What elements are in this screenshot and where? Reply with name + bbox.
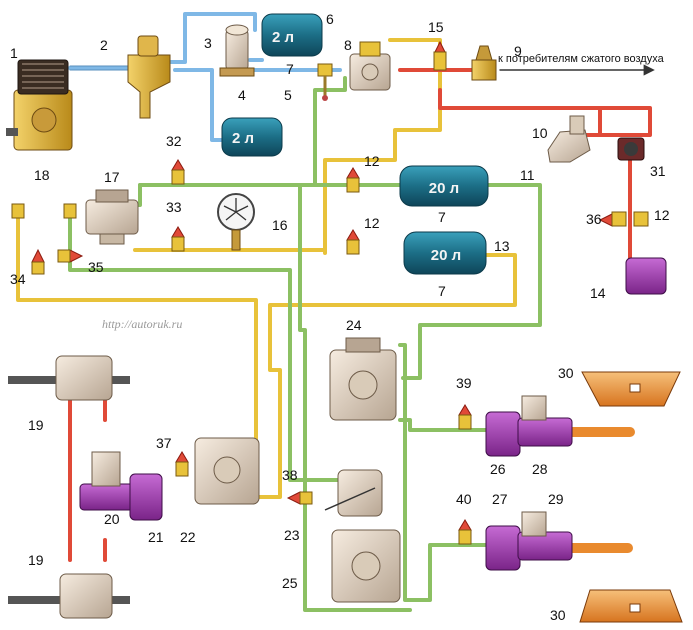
control-valve-36 — [598, 211, 649, 227]
label-6: 6 — [326, 11, 334, 27]
brake-pad-30-upper — [581, 371, 681, 407]
fittings-18 — [11, 203, 77, 219]
pipelines — [16, 12, 655, 612]
label-7-top: 7 — [286, 61, 294, 77]
label-28: 28 — [532, 461, 548, 477]
label-38: 38 — [282, 467, 298, 483]
consumers-note: к потребителям сжатого воздуха — [498, 53, 665, 65]
label-40: 40 — [456, 491, 472, 507]
relay-valve-24 — [329, 337, 397, 421]
brake-pad-30-lower — [579, 589, 683, 623]
label-34: 34 — [10, 271, 26, 287]
tank-capacity-label: 20 л — [429, 180, 459, 197]
label-24: 24 — [346, 317, 362, 333]
pressure-limiter-9 — [471, 45, 497, 81]
label-26: 26 — [490, 461, 506, 477]
air-tank-20l-upper: 20 л — [399, 165, 489, 207]
control-valve-15 — [433, 40, 447, 71]
label-3: 3 — [204, 35, 212, 51]
label-33: 33 — [166, 199, 182, 215]
label-31: 31 — [650, 163, 666, 179]
protection-valve-8 — [349, 41, 391, 91]
label-21: 21 — [148, 529, 164, 545]
double-check-valve-10 — [547, 115, 591, 163]
valve-bodies — [31, 169, 472, 545]
valve-31 — [617, 137, 645, 161]
tank-capacity-label: 2 л — [232, 130, 254, 147]
label-2: 2 — [100, 37, 108, 53]
label-15: 15 — [428, 19, 444, 35]
label-18: 18 — [34, 167, 50, 183]
watermark-url: http://autoruk.ru — [102, 317, 182, 331]
condensate-tank-upper: 2 л — [261, 13, 323, 57]
label-23: 23 — [284, 527, 300, 543]
label-22: 22 — [180, 529, 196, 545]
label-30-upper: 30 — [558, 365, 574, 381]
label-27: 27 — [492, 491, 508, 507]
label-4: 4 — [238, 87, 246, 103]
wheel-brake-19-lower — [8, 573, 130, 619]
air-tank-20l-lower: 20 л — [403, 231, 487, 275]
label-25: 25 — [282, 575, 298, 591]
label-29: 29 — [548, 491, 564, 507]
actuator-26-28 — [485, 395, 573, 457]
label-11: 11 — [520, 167, 535, 183]
label-1: 1 — [10, 45, 18, 61]
pressure-gauge-16 — [217, 193, 255, 251]
actuator-27-29 — [485, 511, 573, 571]
valve-23 — [324, 469, 383, 517]
brake-valve-17 — [85, 189, 139, 245]
wheel-brake-19-upper — [8, 355, 130, 401]
condensate-tank-lower: 2 л — [221, 117, 283, 157]
relay-valve-22 — [194, 437, 260, 505]
label-30-lower: 30 — [550, 607, 566, 623]
label-32: 32 — [166, 133, 182, 149]
label-12-c: 12 — [654, 207, 670, 223]
label-19-upper: 19 — [28, 417, 44, 433]
compressor — [6, 59, 73, 151]
tank-capacity-label: 20 л — [431, 247, 461, 264]
drain-valve — [317, 63, 333, 101]
antifreeze-pump — [219, 24, 255, 77]
label-14: 14 — [590, 285, 606, 301]
label-9: 9 — [514, 43, 522, 59]
label-13: 13 — [494, 238, 510, 254]
label-8: 8 — [344, 37, 352, 53]
label-19-lower: 19 — [28, 552, 44, 568]
pressure-regulator — [127, 35, 171, 119]
label-39: 39 — [456, 375, 472, 391]
label-10: 10 — [532, 125, 548, 141]
relay-valve-25 — [331, 529, 401, 603]
label-35: 35 — [88, 259, 104, 275]
tank-capacity-label: 2 л — [272, 29, 294, 46]
label-16: 16 — [272, 217, 288, 233]
label-37: 37 — [156, 435, 172, 451]
label-17: 17 — [104, 169, 120, 185]
label-36: 36 — [586, 211, 602, 227]
label-5: 5 — [284, 87, 292, 103]
orange-pushrods — [567, 427, 635, 553]
label-7-tank-lower: 7 — [438, 283, 446, 299]
label-12-b: 12 — [364, 215, 380, 231]
brake-chamber-14 — [625, 257, 667, 295]
label-7-tank: 7 — [438, 209, 446, 225]
callout-labels: 1 2 3 4 5 6 7 8 9 10 11 12 12 12 13 14 1… — [10, 11, 670, 623]
brake-cylinder-20-21 — [79, 451, 163, 521]
label-20: 20 — [104, 511, 120, 527]
label-12-a: 12 — [364, 153, 380, 169]
